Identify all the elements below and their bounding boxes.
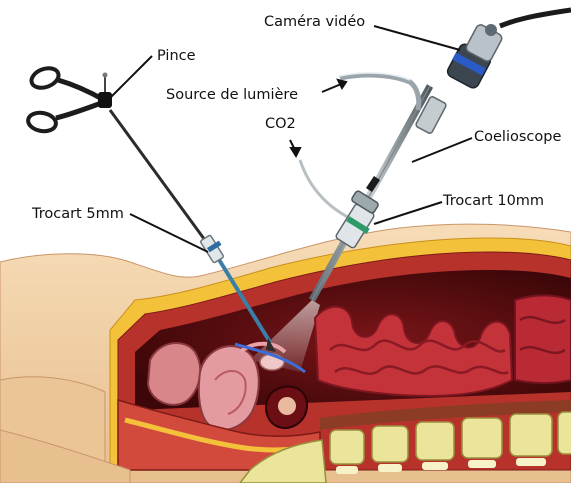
vertebra <box>372 426 408 462</box>
forceps-knob <box>98 92 112 108</box>
vertebra <box>558 412 571 454</box>
rectum-lumen <box>278 397 296 415</box>
leader-scope <box>412 138 472 162</box>
forceps-handle <box>27 65 104 134</box>
arrow-light <box>338 80 346 88</box>
camera-head <box>446 23 504 90</box>
leader-camera <box>374 26 460 50</box>
leader-trocar10 <box>374 202 442 224</box>
forceps-shaft <box>110 110 218 258</box>
vertebra <box>510 414 552 456</box>
leader-trocar5 <box>130 214 208 252</box>
label-co2: CO2 <box>265 116 296 132</box>
vertebra <box>462 418 502 458</box>
leader-forceps <box>110 56 152 98</box>
arrow-co2 <box>291 148 300 156</box>
colon-loops <box>515 295 571 383</box>
body-cross-section <box>0 224 571 483</box>
co2-tube <box>300 160 358 222</box>
label-light-source: Source de lumière <box>166 87 298 103</box>
vertebra <box>416 422 454 460</box>
label-trocar-10mm: Trocart 10mm <box>442 193 544 209</box>
bladder <box>148 343 200 405</box>
label-forceps: Pince <box>157 48 196 64</box>
vertebra <box>330 430 364 464</box>
label-laparoscope: Coelioscope <box>474 129 561 145</box>
light-cable <box>340 75 419 110</box>
label-trocar-5mm: Trocart 5mm <box>31 206 124 222</box>
label-camera: Caméra vidéo <box>264 14 365 30</box>
camera-cable <box>500 10 571 26</box>
